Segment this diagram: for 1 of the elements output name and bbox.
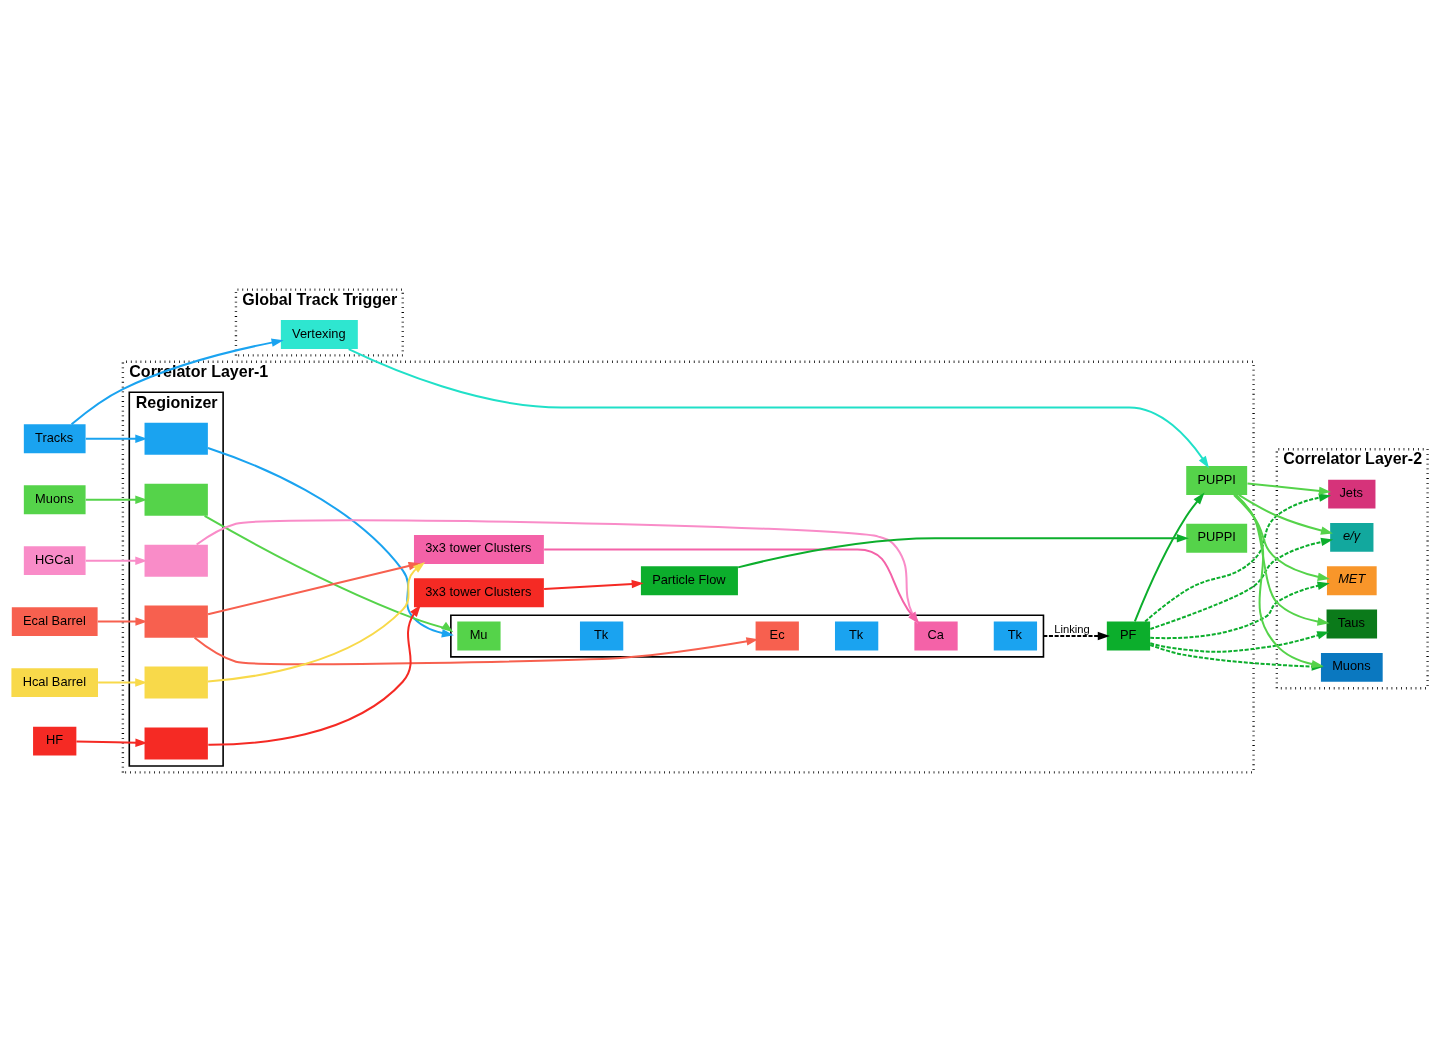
edge-label: Linking	[1054, 622, 1090, 635]
